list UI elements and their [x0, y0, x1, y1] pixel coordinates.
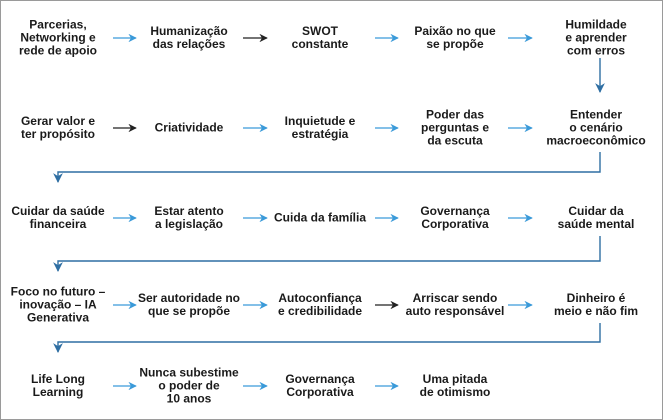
step-node: Life Long Learning — [31, 372, 85, 399]
row-connector — [53, 152, 601, 183]
step-node: Poder das perguntas e da escuta — [420, 107, 489, 148]
step-node: Governança Corporativa — [285, 372, 355, 399]
step-node: Autoconfiança e credibilidade — [277, 291, 363, 318]
step-node: Arriscar sendo auto responsável — [405, 291, 505, 318]
step-node: Cuidar da saúde mental — [557, 204, 635, 231]
step-node: Inquietude e estratégia — [284, 114, 356, 141]
step-node: Dinheiro é meio e não fim — [553, 291, 639, 318]
step-node: Governança Corporativa — [420, 204, 490, 231]
step-node: Estar atento a legislação — [154, 204, 224, 231]
step-node: Cuidar da saúde financeira — [11, 204, 105, 231]
step-node: Paixão no que se propõe — [414, 24, 496, 51]
step-node: Humildade e aprender com erros — [565, 17, 627, 58]
step-node: Uma pitada de otimismo — [419, 372, 491, 399]
step-node: Ser autoridade no que se propõe — [137, 291, 241, 318]
step-node: Cuida da família — [273, 210, 367, 225]
step-node: SWOT constante — [291, 24, 349, 51]
step-node: Entender o cenário macroeconômico — [546, 107, 646, 148]
step-node: Humanização das relações — [150, 24, 228, 51]
row-connector — [53, 236, 601, 272]
step-node: Gerar valor e ter propósito — [20, 114, 96, 141]
step-node: Criatividade — [154, 120, 224, 135]
step-node: Parcerias, Networking e rede de apoio — [18, 17, 98, 58]
step-node: Nunca subestime o poder de 10 anos — [139, 365, 239, 406]
step-node: Foco no futuro – inovação – IA Generativ… — [10, 284, 106, 325]
row-connector — [53, 323, 601, 353]
